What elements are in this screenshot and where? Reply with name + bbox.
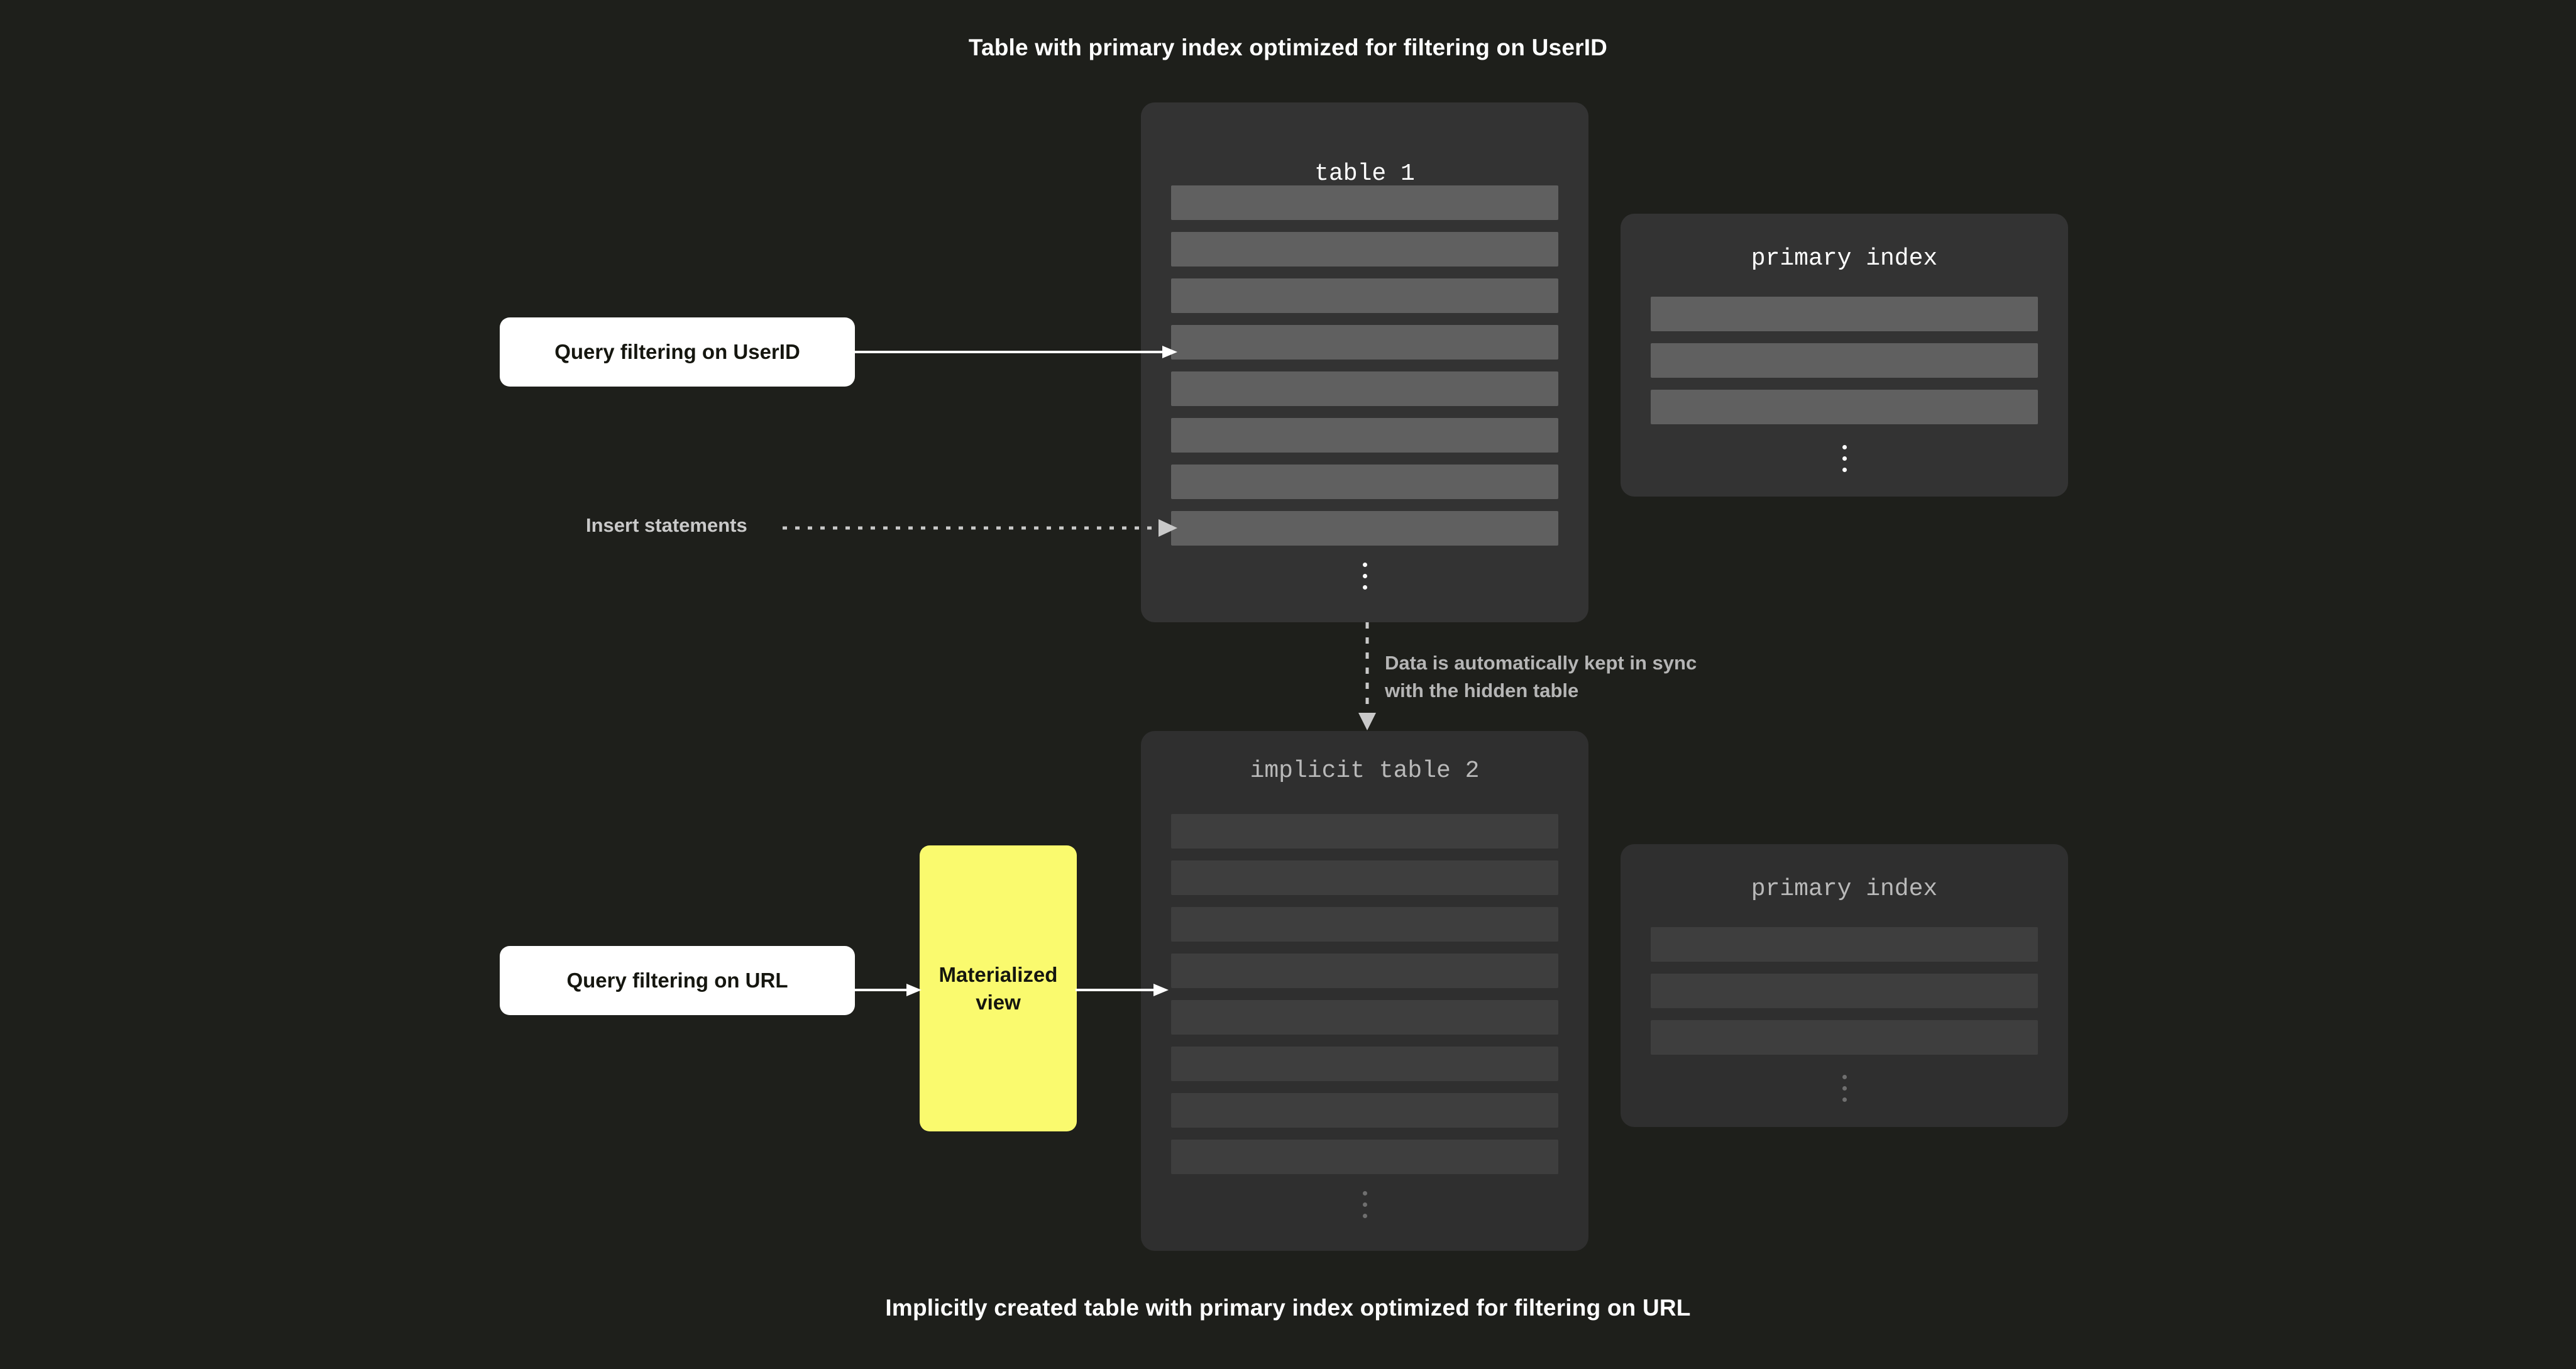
table-row xyxy=(1171,907,1558,942)
arrow-materialized-view-to-table2 xyxy=(1076,984,1169,996)
query-filtering-userid-box[interactable]: Query filtering on UserID xyxy=(500,317,855,387)
arrow-query-userid-to-table1 xyxy=(852,346,1177,358)
table-row xyxy=(1171,418,1558,453)
materialized-view-line-1: Materialized xyxy=(938,962,1058,986)
table-row xyxy=(1171,860,1558,895)
primary-index-bottom-title: primary index xyxy=(1751,876,1938,903)
table-row xyxy=(1171,1047,1558,1081)
index-row xyxy=(1651,343,2038,378)
materialized-view-box[interactable]: Materialized view xyxy=(920,845,1077,1131)
table-1-rows xyxy=(1171,185,1558,558)
implicit-table-2-rows xyxy=(1171,814,1558,1186)
index-row xyxy=(1651,390,2038,424)
table-row xyxy=(1171,1000,1558,1035)
table-row xyxy=(1171,954,1558,988)
table-row xyxy=(1171,232,1558,267)
table-row xyxy=(1171,325,1558,360)
arrow-query-url-to-materialized-view xyxy=(854,984,922,996)
insert-statements-label: Insert statements xyxy=(586,514,747,536)
sync-note-line-1: Data is automatically kept in sync xyxy=(1385,652,1697,674)
implicit-table-2-ellipsis-icon xyxy=(1141,1191,1588,1218)
sync-note: Data is automatically kept in sync with … xyxy=(1385,649,1762,705)
primary-index-top-rows xyxy=(1651,297,2038,436)
table-row xyxy=(1171,511,1558,546)
primary-index-bottom-rows xyxy=(1651,927,2038,1067)
table-row xyxy=(1171,185,1558,220)
table-row xyxy=(1171,814,1558,849)
table-row xyxy=(1171,1093,1558,1128)
primary-index-bottom-ellipsis-icon xyxy=(1621,1075,2068,1102)
materialized-view-label: Materialized view xyxy=(939,961,1058,1016)
table-row xyxy=(1171,278,1558,313)
arrow-sync-table1-to-table2 xyxy=(1358,622,1376,730)
arrow-insert-statements-to-table1 xyxy=(783,519,1177,537)
index-row xyxy=(1651,974,2038,1008)
primary-index-top-ellipsis-icon xyxy=(1621,445,2068,472)
index-row xyxy=(1651,927,2038,962)
caption-top: Table with primary index optimized for f… xyxy=(968,35,1608,60)
table-row xyxy=(1171,371,1558,406)
index-row xyxy=(1651,1020,2038,1055)
table-1-title: table 1 xyxy=(1314,160,1415,187)
sync-note-line-2: with the hidden table xyxy=(1385,679,1579,702)
query-filtering-url-box[interactable]: Query filtering on URL xyxy=(500,946,855,1015)
table-row xyxy=(1171,1140,1558,1174)
materialized-view-line-2: view xyxy=(976,990,1021,1014)
implicit-table-2-title: implicit table 2 xyxy=(1250,757,1480,784)
primary-index-top-title: primary index xyxy=(1751,245,1938,272)
index-row xyxy=(1651,297,2038,331)
caption-bottom: Implicitly created table with primary in… xyxy=(885,1295,1691,1321)
table-1-ellipsis-icon xyxy=(1141,563,1588,590)
table-row xyxy=(1171,465,1558,499)
